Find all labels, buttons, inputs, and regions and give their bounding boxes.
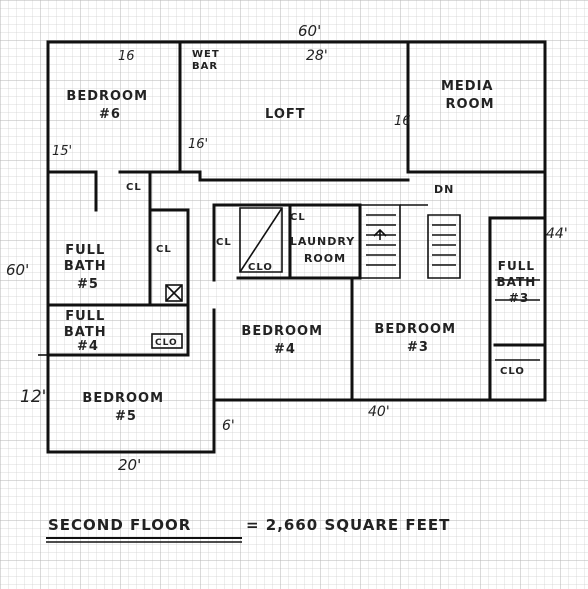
label-media-room: MEDIA ROOM — [441, 79, 499, 112]
dim-loft-16: 16' — [188, 137, 208, 152]
dim-mid-6: 6' — [222, 418, 235, 434]
label-bedroom-6: BEDROOM #6 — [66, 89, 153, 122]
label-full-bath-3: FULL BATH #3 — [497, 259, 542, 305]
interior-walls — [46, 40, 547, 402]
dim-left-15: 15' — [52, 144, 72, 159]
label-bedroom-4: BEDROOM #4 — [241, 324, 328, 357]
label-closet-clo-2: CLO — [155, 338, 178, 348]
label-closet-3: CL — [216, 237, 232, 248]
dim-media-16: 16 — [394, 114, 411, 129]
dim-right-44: 44' — [546, 226, 568, 242]
caption-square-feet: = 2,660 SQUARE FEET — [246, 516, 450, 534]
dim-bot-40: 40' — [368, 404, 390, 420]
fixtures — [38, 207, 540, 361]
dim-top-16: 16 — [118, 49, 135, 64]
label-closet-clo-3: CLO — [500, 366, 525, 377]
label-closet-4: CL — [290, 212, 306, 223]
label-bedroom-3: BEDROOM #3 — [374, 322, 461, 355]
label-stairs-down: DN — [434, 183, 454, 196]
dim-top-28: 28' — [306, 48, 328, 64]
label-closet-2: CL — [156, 244, 172, 255]
label-closet-1: CL — [126, 182, 142, 193]
caption-floor-name: SECOND FLOOR — [48, 516, 191, 534]
label-closet-clo-1: CLO — [248, 262, 273, 273]
label-full-bath-4: FULL BATH #4 — [64, 309, 112, 354]
staircase — [366, 204, 456, 266]
exterior-walls — [46, 40, 547, 454]
label-wet-bar: WET BAR — [192, 49, 224, 72]
label-loft: LOFT — [265, 107, 306, 122]
label-bedroom-5: BEDROOM #5 — [82, 391, 169, 424]
dim-bot-20: 20' — [118, 456, 141, 474]
dim-top-60: 60' — [298, 22, 321, 40]
dim-left-60: 60' — [6, 261, 29, 279]
dim-left-12: 12' — [20, 387, 46, 407]
label-full-bath-5: FULL BATH #5 — [64, 243, 112, 292]
label-laundry-room: LAUNDRY ROOM — [290, 235, 360, 265]
